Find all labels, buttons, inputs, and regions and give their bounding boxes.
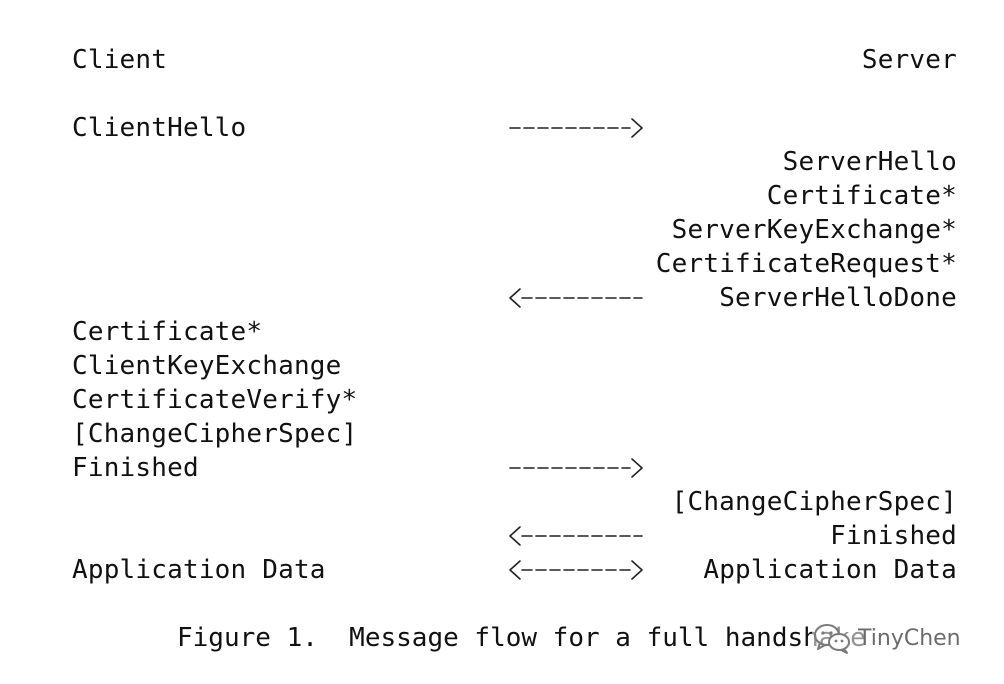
arrow-right-icon	[509, 118, 643, 138]
server-message: Finished	[830, 521, 957, 551]
client-message: Finished	[72, 453, 199, 483]
server-message: ServerHello	[782, 147, 957, 177]
watermark-text: TinyChen	[858, 625, 961, 651]
message-row: Certificate*	[0, 315, 1004, 349]
client-message: Certificate*	[72, 317, 263, 347]
client-message: ClientKeyExchange	[72, 351, 342, 381]
client-message: Application Data	[72, 555, 326, 585]
message-row: Certificate*	[0, 179, 1004, 213]
server-message: CertificateRequest*	[655, 249, 957, 279]
message-row: ServerHelloDone	[0, 281, 1004, 315]
client-message: [ChangeCipherSpec]	[72, 419, 358, 449]
message-row: Finished	[0, 451, 1004, 485]
message-row: ServerKeyExchange*	[0, 213, 1004, 247]
watermark: TinyChen	[812, 620, 965, 656]
client-label: Client	[72, 45, 168, 75]
server-message: ServerHelloDone	[719, 283, 957, 313]
header-row: Client Server	[0, 43, 1004, 77]
message-row: ClientKeyExchange	[0, 349, 1004, 383]
client-message: ClientHello	[72, 113, 247, 143]
figure-caption: Figure 1. Message flow for a full handsh…	[177, 623, 866, 653]
wechat-icon	[814, 624, 850, 654]
message-row: ClientHello	[0, 111, 1004, 145]
arrow-right-icon	[509, 458, 643, 478]
message-row: CertificateVerify*	[0, 383, 1004, 417]
message-row: ServerHello	[0, 145, 1004, 179]
arrow-left-icon	[509, 526, 643, 546]
server-label: Server	[861, 45, 957, 75]
message-row: [ChangeCipherSpec]	[0, 485, 1004, 519]
message-row: CertificateRequest*	[0, 247, 1004, 281]
message-row: Application Data Application Data	[0, 553, 1004, 587]
message-row: [ChangeCipherSpec]	[0, 417, 1004, 451]
server-message: Certificate*	[766, 181, 957, 211]
arrow-left-icon	[509, 288, 643, 308]
arrow-both-icon	[509, 560, 643, 580]
server-message: Application Data	[703, 555, 957, 585]
server-message: ServerKeyExchange*	[671, 215, 957, 245]
message-row: Finished	[0, 519, 1004, 553]
client-message: CertificateVerify*	[72, 385, 358, 415]
server-message: [ChangeCipherSpec]	[671, 487, 957, 517]
